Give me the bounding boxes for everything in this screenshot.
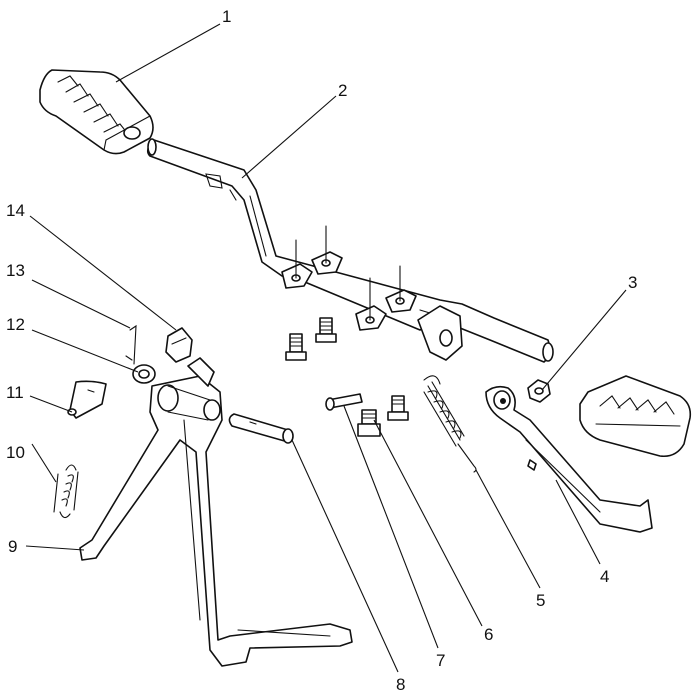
callout-6: 6	[484, 625, 493, 644]
left-footpeg-rubber	[39, 69, 154, 155]
callout-11: 11	[6, 383, 24, 402]
leader-lines	[25, 23, 627, 673]
side-stand	[485, 385, 653, 533]
callout-13: 13	[6, 261, 25, 280]
callout-12: 12	[6, 315, 25, 334]
stand-plate	[67, 380, 107, 419]
pivot-bolt-nut	[357, 409, 381, 437]
bar-fasteners	[285, 317, 409, 421]
callout-8: 8	[396, 675, 405, 694]
callout-10: 10	[6, 443, 25, 462]
pivot-bolt	[325, 393, 363, 411]
callout-7: 7	[436, 651, 445, 670]
right-footpeg-rubber	[579, 375, 692, 458]
callout-2: 2	[338, 81, 347, 100]
side-stand-spring	[423, 375, 477, 473]
cotter-pin	[125, 324, 137, 365]
callout-9: 9	[8, 537, 17, 556]
callout-3: 3	[628, 273, 637, 292]
nut	[527, 379, 551, 403]
callout-14: 14	[6, 201, 25, 220]
callout-5: 5	[536, 591, 545, 610]
callout-4: 4	[600, 567, 609, 586]
main-stand	[79, 357, 353, 667]
main-stand-spring	[53, 464, 79, 519]
callout-1: 1	[222, 7, 231, 26]
footrest-bar	[146, 138, 554, 363]
main-stand-pin	[228, 413, 294, 444]
washer	[132, 364, 156, 384]
stopper-bracket	[165, 327, 193, 363]
